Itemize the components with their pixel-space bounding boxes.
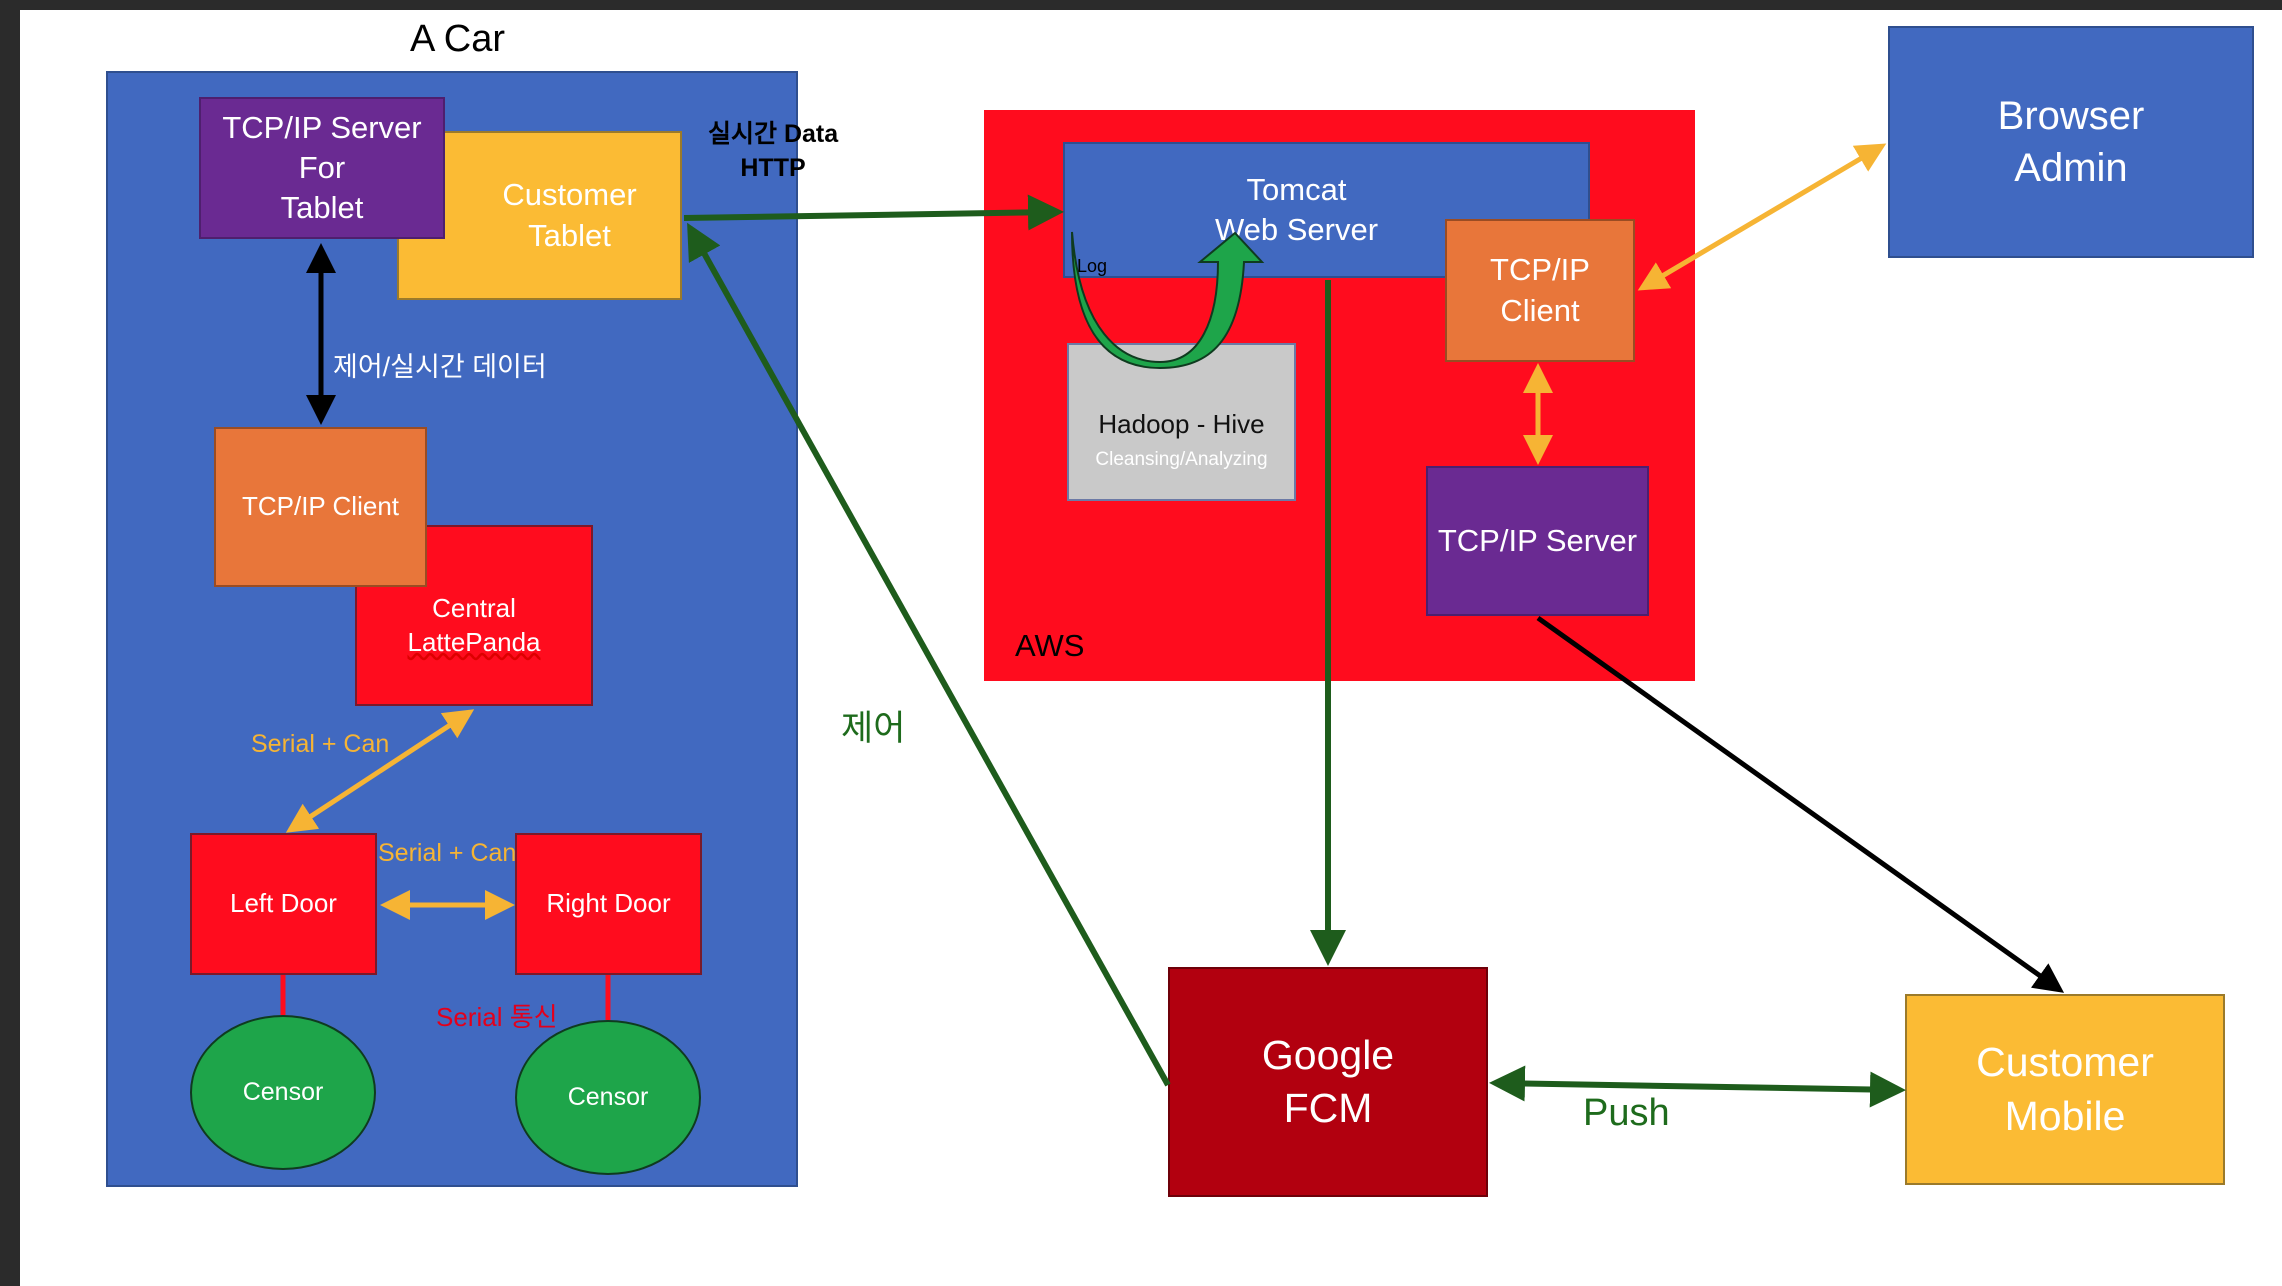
arrow-tcp-server-customer-mobile [1536, 615, 2065, 993]
arrow-tablet-tomcat [683, 194, 1064, 231]
central-lattepanda-box: Central LattePanda [355, 525, 593, 706]
aws-tcp-client-line1: TCP/IP [1490, 252, 1590, 288]
control-label: 제어 [841, 709, 906, 748]
google-fcm-box: Google FCM [1168, 967, 1488, 1197]
arrow-central-left-door [285, 709, 475, 833]
log-curved-arrow [1071, 231, 1265, 370]
realtime-data-label: 실시간 Data HTTP [708, 118, 838, 186]
car-tcp-client-box: TCP/IP Client [214, 427, 427, 587]
customer-mobile-box: Customer Mobile [1905, 994, 2225, 1185]
car-title: A Car [410, 18, 506, 60]
customer-mobile-line1: Customer [1976, 1039, 2154, 1086]
customer-tablet-line1: Customer [502, 177, 637, 213]
serial-can-label-2: Serial + Can [378, 839, 517, 867]
right-censor-label: Censor [567, 1083, 649, 1111]
left-censor-label: Censor [242, 1078, 324, 1106]
customer-tablet-line2: Tablet [528, 217, 611, 253]
browser-admin-line1: Browser [1997, 94, 2145, 138]
customer-mobile-line2: Mobile [2004, 1092, 2126, 1139]
aws-tcp-client-box: TCP/IP Client [1445, 219, 1635, 362]
serial-comm-label: Serial 통신 [436, 1002, 558, 1032]
window-frame-left [0, 0, 20, 1286]
arrow-tcp-client-browser-admin [1637, 143, 1887, 291]
aws-tcp-server-label: TCP/IP Server [1437, 522, 1638, 558]
google-fcm-line2: FCM [1283, 1085, 1373, 1131]
hadoop-subtitle: Cleansing/Analyzing [1095, 448, 1268, 470]
realtime-data-line2: HTTP [740, 153, 806, 182]
browser-admin-box: Browser Admin [1888, 26, 2254, 258]
google-fcm-line1: Google [1261, 1031, 1395, 1078]
log-label: Log [1077, 256, 1108, 276]
tcp-server-tablet-line1: TCP/IP Server [222, 109, 422, 145]
aws-tcp-client-line2: Client [1500, 292, 1580, 328]
right-door-box: Right Door [515, 833, 702, 975]
tomcat-line1: Tomcat [1246, 171, 1347, 207]
left-door-box: Left Door [190, 833, 377, 975]
tcp-server-tablet-box: TCP/IP Server For Tablet [199, 97, 445, 239]
hadoop-hive-box: Hadoop - Hive Cleansing/Analyzing [1067, 343, 1296, 501]
car-tcp-client-label: TCP/IP Client [241, 491, 399, 522]
window-frame-top [0, 0, 2282, 10]
aws-tcp-server-box: TCP/IP Server [1426, 466, 1649, 616]
central-line2: LattePanda [407, 626, 541, 657]
arrow-fcm-tablet-control [687, 222, 1171, 1087]
browser-admin-line2: Admin [2014, 146, 2128, 190]
hadoop-title: Hadoop - Hive [1098, 408, 1265, 439]
tcp-server-tablet-line3: Tablet [280, 190, 364, 226]
aws-label: AWS [1015, 628, 1085, 663]
right-censor: Censor [515, 1020, 701, 1175]
central-line1: Central [432, 592, 516, 623]
left-censor: Censor [190, 1015, 376, 1170]
realtime-data-line1: 실시간 Data [708, 120, 839, 148]
left-door-label: Left Door [230, 888, 337, 919]
right-door-label: Right Door [546, 888, 671, 919]
tcp-server-tablet-line2: For [298, 149, 346, 185]
arrow-fcm-customer-mobile [1489, 1065, 1906, 1108]
control-data-label: 제어/실시간 데이터 [333, 352, 547, 382]
